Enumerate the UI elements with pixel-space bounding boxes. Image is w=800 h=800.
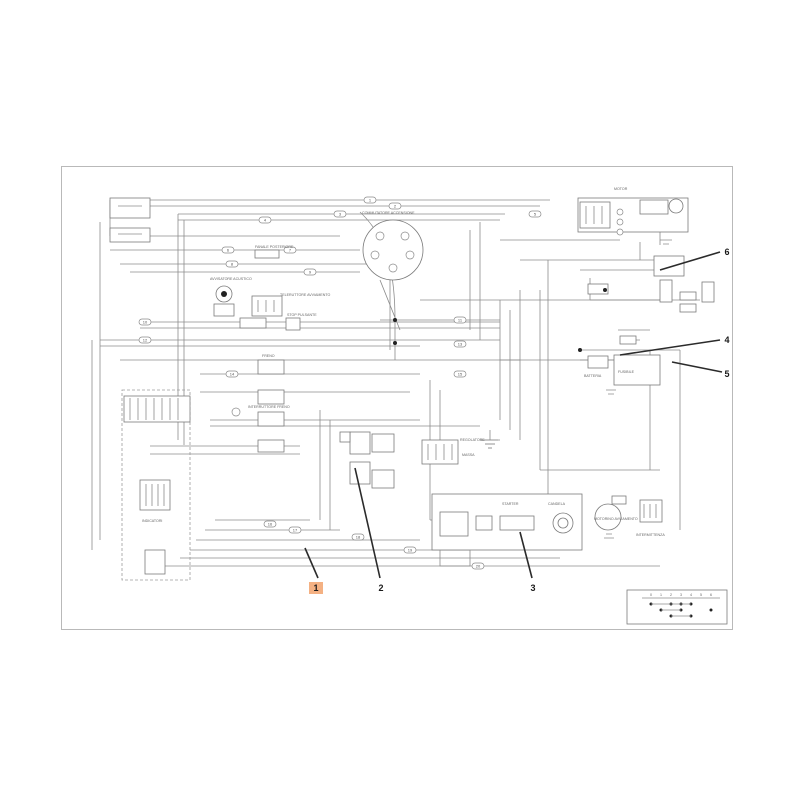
wire-tag: 8 xyxy=(225,260,239,268)
label-stop-button: STOP PULSANTE xyxy=(287,313,317,317)
label-flasher: INTERMITTENZA xyxy=(636,533,665,537)
label-ground: MASSA xyxy=(462,453,475,457)
wire-tag-label: 9 xyxy=(309,270,312,275)
wire-tag: 17 xyxy=(288,526,302,534)
label-regulator: REGOLATORE xyxy=(460,438,485,442)
fuse-block xyxy=(109,197,151,243)
label-brake: FRENO xyxy=(262,354,275,358)
starter-motor xyxy=(594,495,663,539)
wire-tag: 19 xyxy=(403,546,417,554)
wire-tag: 2 xyxy=(388,202,402,210)
label-rear-light: FANALE POSTERIORE xyxy=(255,245,294,249)
wire-tag: 10 xyxy=(138,318,152,326)
harness-wires xyxy=(91,199,700,567)
callout-1: 1 xyxy=(313,583,318,593)
wire-tag: 9 xyxy=(303,268,317,276)
wire-tag-label: 13 xyxy=(458,342,463,347)
label-brake-switch: INTERRUTTORE FRENO xyxy=(248,405,290,409)
wire-tag: 16 xyxy=(263,520,277,528)
wire-tag: 14 xyxy=(225,370,239,378)
wire-tag: 12 xyxy=(138,336,152,344)
wire-tag: 1 xyxy=(363,196,377,204)
callout-3: 3 xyxy=(530,583,535,593)
brake-switches xyxy=(231,359,285,453)
battery-block xyxy=(587,329,661,395)
starter-group xyxy=(431,493,583,567)
legend-column-label: 4 xyxy=(690,593,692,597)
wire-tag-label: 12 xyxy=(143,338,148,343)
wire-tag-label: 3 xyxy=(339,212,342,217)
legend-column-label: 2 xyxy=(670,593,672,597)
wire-tag: 3 xyxy=(333,210,347,218)
indicator-relays xyxy=(587,255,715,313)
callout-4: 4 xyxy=(724,335,729,345)
wire-tag: 5 xyxy=(528,210,542,218)
wire-tag-label: 11 xyxy=(458,318,463,323)
wire-tag-label: 6 xyxy=(227,248,230,253)
wire-tag: 18 xyxy=(351,533,365,541)
wire-tag-label: 8 xyxy=(231,262,234,267)
wire-tag: 15 xyxy=(453,370,467,378)
legend-column-label: 1 xyxy=(660,593,662,597)
wire-tag: 6 xyxy=(221,246,235,254)
label-motor: MOTOR xyxy=(614,187,628,191)
label-spark-plug: CANDELA xyxy=(548,502,566,506)
wire-tag-label: 7 xyxy=(289,248,292,253)
callouts: 1 2 3 4 5 6 xyxy=(309,247,730,594)
callout-5: 5 xyxy=(724,369,729,379)
callout-2: 2 xyxy=(378,583,383,593)
wire-tag: 7 xyxy=(283,246,297,254)
ground-symbol xyxy=(482,430,498,449)
wire-tag-label: 17 xyxy=(293,528,298,533)
wire-tag-label: 10 xyxy=(143,320,148,325)
legend-column-label: 3 xyxy=(680,593,682,597)
wire-tag-label: 18 xyxy=(356,535,361,540)
ignition-switch xyxy=(362,219,424,281)
wire-tag-label: 5 xyxy=(534,212,537,217)
callout-leaders xyxy=(304,251,723,579)
legend-column-label: 0 xyxy=(650,593,652,597)
wire-tag-label: 14 xyxy=(230,372,235,377)
start-relay xyxy=(239,249,301,331)
wire-tag-label: 16 xyxy=(268,522,273,527)
junctions xyxy=(393,288,607,352)
wire-tag: 20 xyxy=(471,562,485,570)
label-horn: AVVISATORE ACUSTICO xyxy=(210,277,252,281)
wire-tag-label: 19 xyxy=(408,548,413,553)
wire-tag-label: 4 xyxy=(264,218,267,223)
legend-column-label: 5 xyxy=(700,593,702,597)
legend-table: 0 1 2 3 4 5 6 xyxy=(626,589,728,625)
wire-tag: 4 xyxy=(258,216,272,224)
legend-column-label: 6 xyxy=(710,593,712,597)
wire-tag-label: 2 xyxy=(394,204,397,209)
regulator xyxy=(421,439,500,465)
label-starter: STARTER xyxy=(502,502,519,506)
callout-6: 6 xyxy=(724,247,729,257)
label-indicators: INDICATORI xyxy=(142,519,162,523)
wire-tag-label: 15 xyxy=(458,372,463,377)
center-relays xyxy=(339,431,395,489)
label-fuse: FUSIBILE xyxy=(618,370,635,374)
wire-tag-label: 1 xyxy=(369,198,372,203)
connector-block-left xyxy=(121,389,191,581)
label-start-relay: TELERUTTORE AVVIAMENTO xyxy=(280,293,331,297)
motor-block xyxy=(577,197,689,245)
label-battery: BATTERIA xyxy=(584,374,602,378)
horn xyxy=(213,285,235,317)
wire-tag: 13 xyxy=(453,340,467,348)
wire-tag-label: 20 xyxy=(476,564,481,569)
callout-1-highlight xyxy=(309,582,323,594)
wire-tag: 11 xyxy=(453,316,467,324)
label-ignition: COMMUTATORE ACCENSIONE xyxy=(362,211,415,215)
component-labels: MOTOR COMMUTATORE ACCENSIONE REGOLATORE … xyxy=(142,187,665,537)
label-starter-motor: MOTORINO AVVIAMENTO xyxy=(594,517,638,521)
